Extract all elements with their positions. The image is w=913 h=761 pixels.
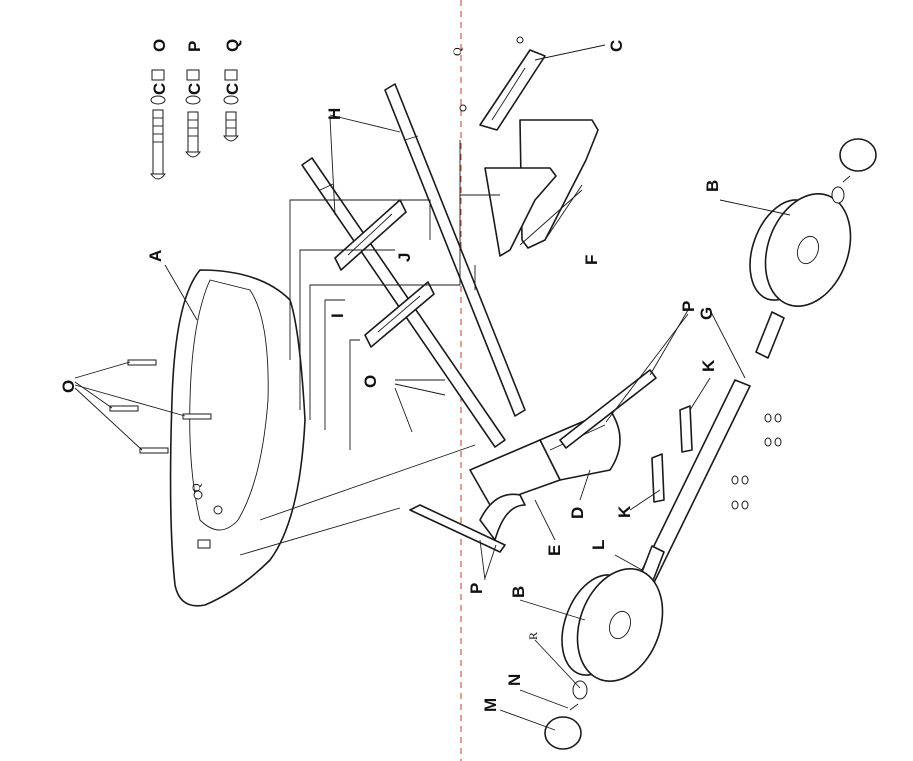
nut-p-icon [186,69,200,81]
label-k-lower: K [615,505,634,518]
label-g: G [697,307,716,320]
label-b-upper: B [703,180,722,192]
label-o-frame: O [361,375,380,388]
nut-q-icon [224,69,238,81]
label-f: F [582,255,601,265]
legend-letter-p: P [185,41,204,52]
tray-bolts [109,359,223,549]
brace-part-j [334,199,407,271]
washer-p-icon [185,95,201,105]
label-a: A [146,250,165,262]
label-e: E [545,545,564,556]
tray-part-a [169,269,306,607]
assembly-guide-lines [239,140,500,556]
legend-washer-o: C [150,83,169,95]
legend-washer-q: C [223,83,242,95]
label-h: H [325,108,344,120]
brace-part-i [364,281,435,348]
label-r: R [526,632,540,640]
label-q-small-tray: Q [189,483,203,492]
label-n: N [505,674,524,686]
legend-letter-q: Q [223,39,242,52]
bolt-q-icon [223,111,239,142]
bolt-o-icon [150,109,166,180]
label-k-upper: K [699,359,718,372]
bolt-p-icon [185,111,201,158]
label-p-right: P [679,301,698,312]
handle-part-h-upper [384,83,526,417]
label-i: I [328,313,347,318]
label-q-small-top: Q [450,47,464,56]
hub-cap-part-m [544,138,877,750]
leg-part-f [484,119,599,257]
wheel-part-b-upper [749,193,852,307]
label-m: M [481,698,500,712]
wheel-part-b-lower [561,568,664,682]
label-j: J [395,253,414,262]
bracket-part-k [651,405,693,503]
frame-part-e [469,439,561,541]
label-b-lower: B [509,586,528,598]
legend-washer-p: C [185,83,204,95]
hardware-legend: O P Q C C C [150,39,242,180]
washer-q-icon [223,95,239,105]
label-leaders [74,44,791,731]
small-washers [731,413,782,510]
label-d: D [568,507,587,519]
label-c: C [607,40,626,52]
bracket-part-c [459,36,546,131]
label-p-left: P [467,583,486,594]
legend-letter-o: O [150,39,169,52]
label-l: L [589,540,608,550]
washer-part-n [569,175,851,711]
washer-o-icon [150,95,166,105]
brace-part-p [409,369,657,553]
nut-o-icon [151,69,165,81]
label-o-tray: O [59,380,78,393]
